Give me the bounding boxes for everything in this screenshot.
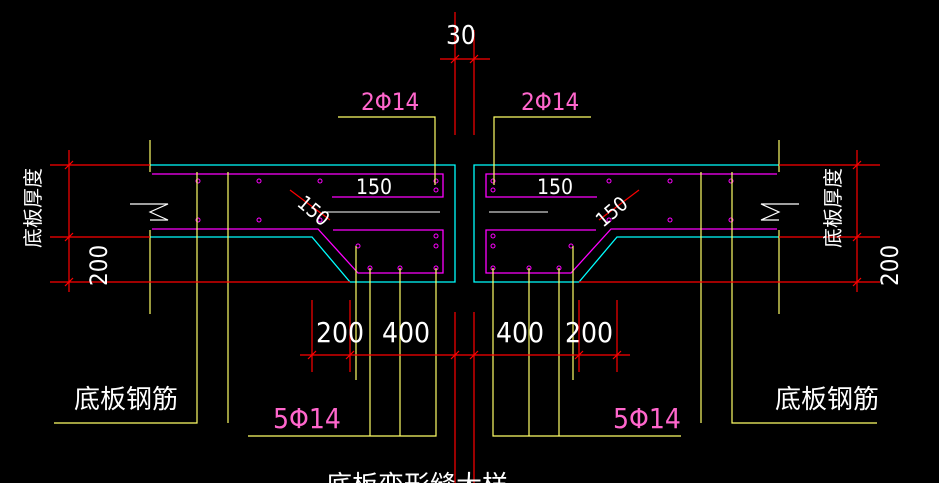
right-150-label: 150 [537,175,573,199]
right-400-dim-label: 400 [496,316,544,349]
left-top-bar-label: 2Φ14 [361,88,419,116]
left-200-vertical-label: 200 [85,245,113,286]
right-top-bar-label: 2Φ14 [521,88,579,116]
left-slab-rebar-label: 底板钢筋 [74,385,178,415]
right-200-vertical-label: 200 [876,245,904,286]
dimension-lines [50,12,880,483]
left-150-label: 150 [356,175,392,199]
left-200-dim-label: 200 [316,316,364,349]
caption-label: 底板变形缝大样 [326,471,508,483]
left-bottom-bar-label: 5Φ14 [273,402,341,435]
right-bottom-bar-label: 5Φ14 [613,402,681,435]
left-400-dim-label: 400 [382,316,430,349]
right-slab-thickness-label: 底板厚度 [821,168,845,248]
right-slab-rebar-label: 底板钢筋 [775,385,879,415]
leader-lines [54,116,877,437]
left-slab-thickness-label: 底板厚度 [21,168,45,248]
gap-dimension-label: 30 [446,21,476,51]
right-200-dim-label: 200 [565,316,613,349]
concrete-outline [150,164,779,283]
break-symbols [130,203,799,221]
